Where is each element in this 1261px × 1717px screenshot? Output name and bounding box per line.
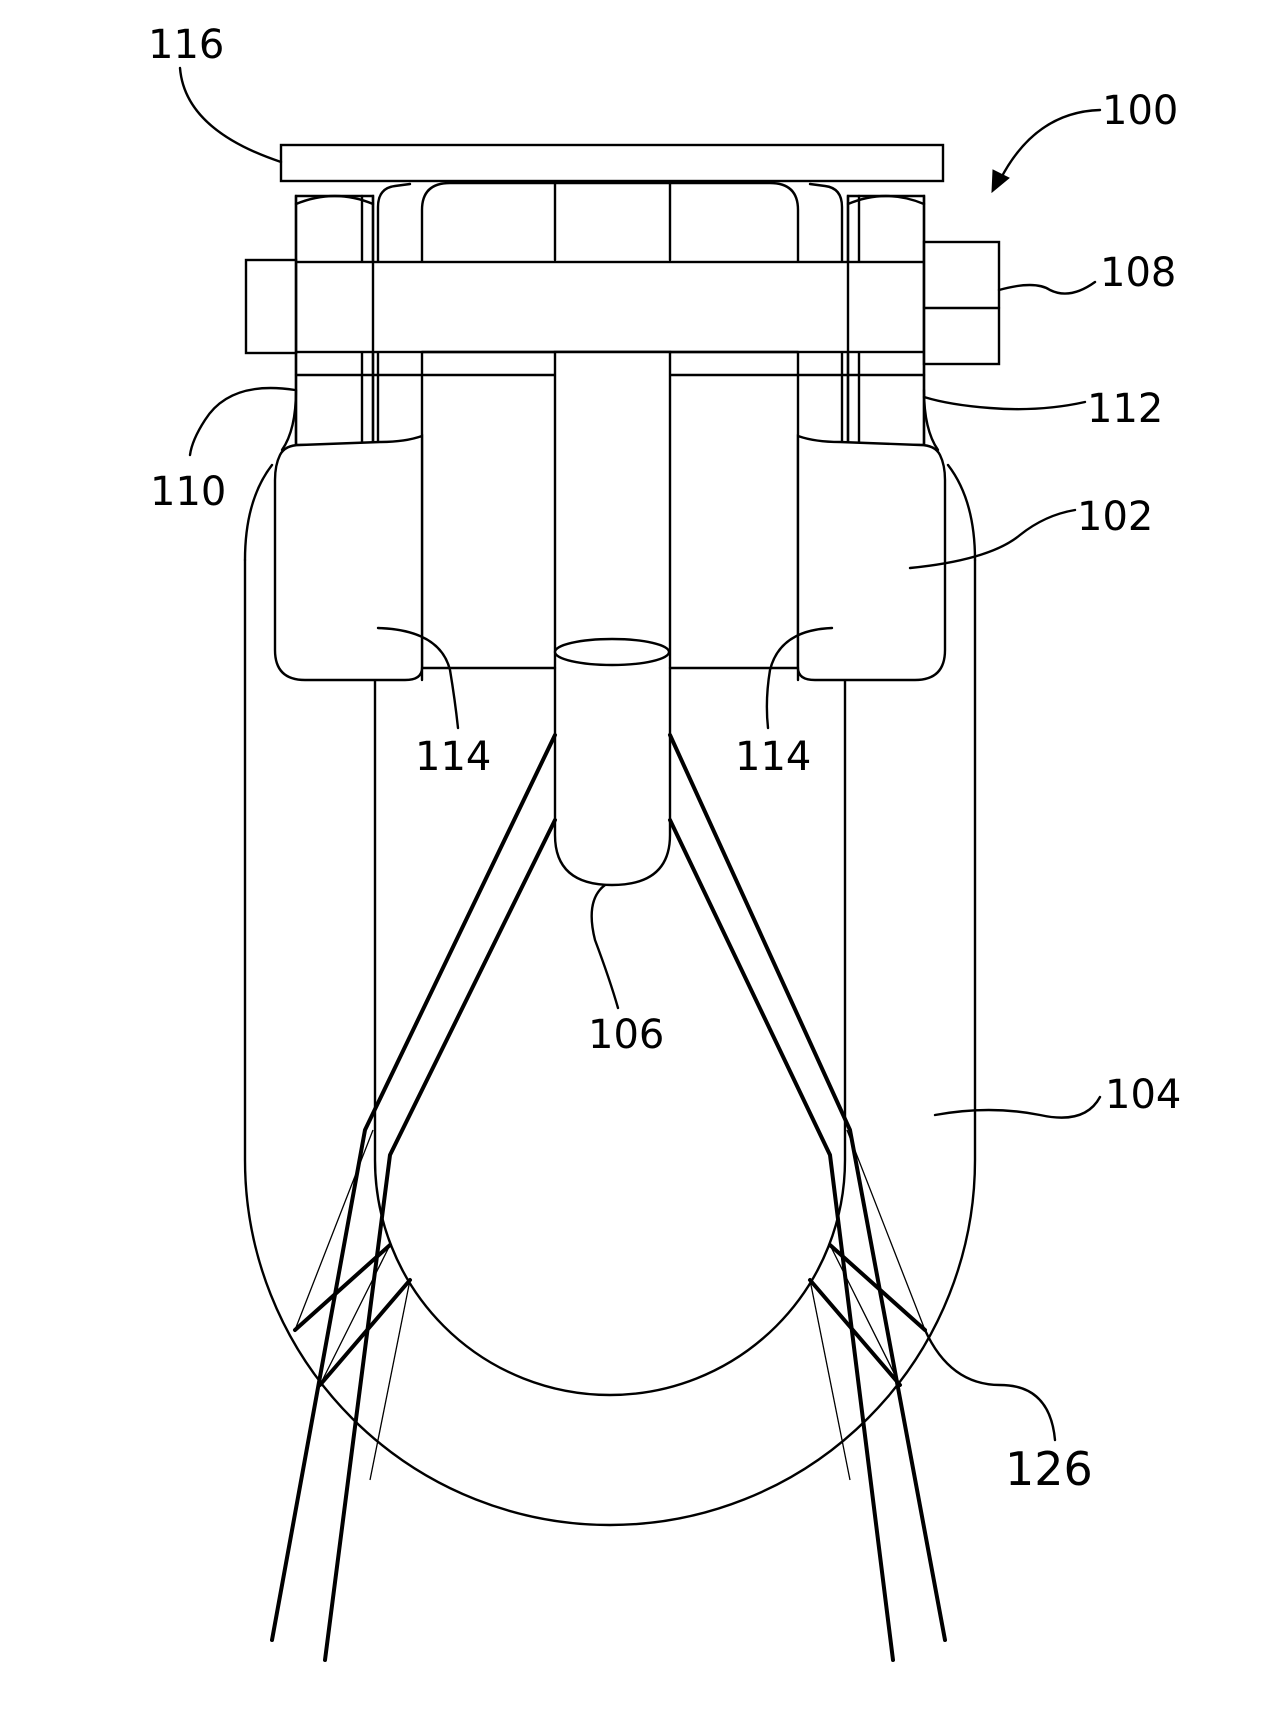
leader-126 <box>925 1330 1055 1440</box>
leader-100-arrow <box>1000 110 1100 180</box>
arrowhead-100 <box>992 170 1009 192</box>
center-stem <box>555 352 670 885</box>
label-116: 116 <box>148 22 224 68</box>
shackle-body-outer-right-top <box>948 465 975 560</box>
label-110: 110 <box>150 469 226 515</box>
sling-right-inner <box>670 820 893 1660</box>
label-126: 126 <box>1005 1442 1093 1496</box>
cross-bolt-nut <box>924 242 999 364</box>
right-collar-block <box>798 436 945 680</box>
leader-106 <box>592 885 618 1008</box>
leader-108 <box>999 282 1095 294</box>
label-104: 104 <box>1105 1072 1181 1118</box>
label-114-left: 114 <box>415 734 491 780</box>
sling-left-outer <box>272 735 555 1640</box>
leader-110 <box>190 388 295 455</box>
label-106: 106 <box>588 1012 664 1058</box>
leader-116 <box>180 68 281 162</box>
label-114-right: 114 <box>735 734 811 780</box>
cross-bolt-shaft <box>296 262 924 352</box>
leader-104 <box>935 1097 1100 1118</box>
top-plate <box>281 145 943 181</box>
center-stem-top-ellipse <box>555 639 669 665</box>
label-112: 112 <box>1087 386 1163 432</box>
cross-bolt-left-head <box>246 260 296 353</box>
sling-left-inner <box>325 820 555 1660</box>
leader-112 <box>924 397 1085 409</box>
sling-right-outer <box>670 735 945 1640</box>
label-100: 100 <box>1102 88 1178 134</box>
shackle-body-outer-left-top <box>245 465 272 560</box>
left-collar-block <box>275 436 422 680</box>
label-108: 108 <box>1100 250 1176 296</box>
label-102: 102 <box>1077 494 1153 540</box>
left-pin-housing-flare <box>282 390 296 450</box>
sling-right-hidden-1 <box>847 1130 925 1330</box>
